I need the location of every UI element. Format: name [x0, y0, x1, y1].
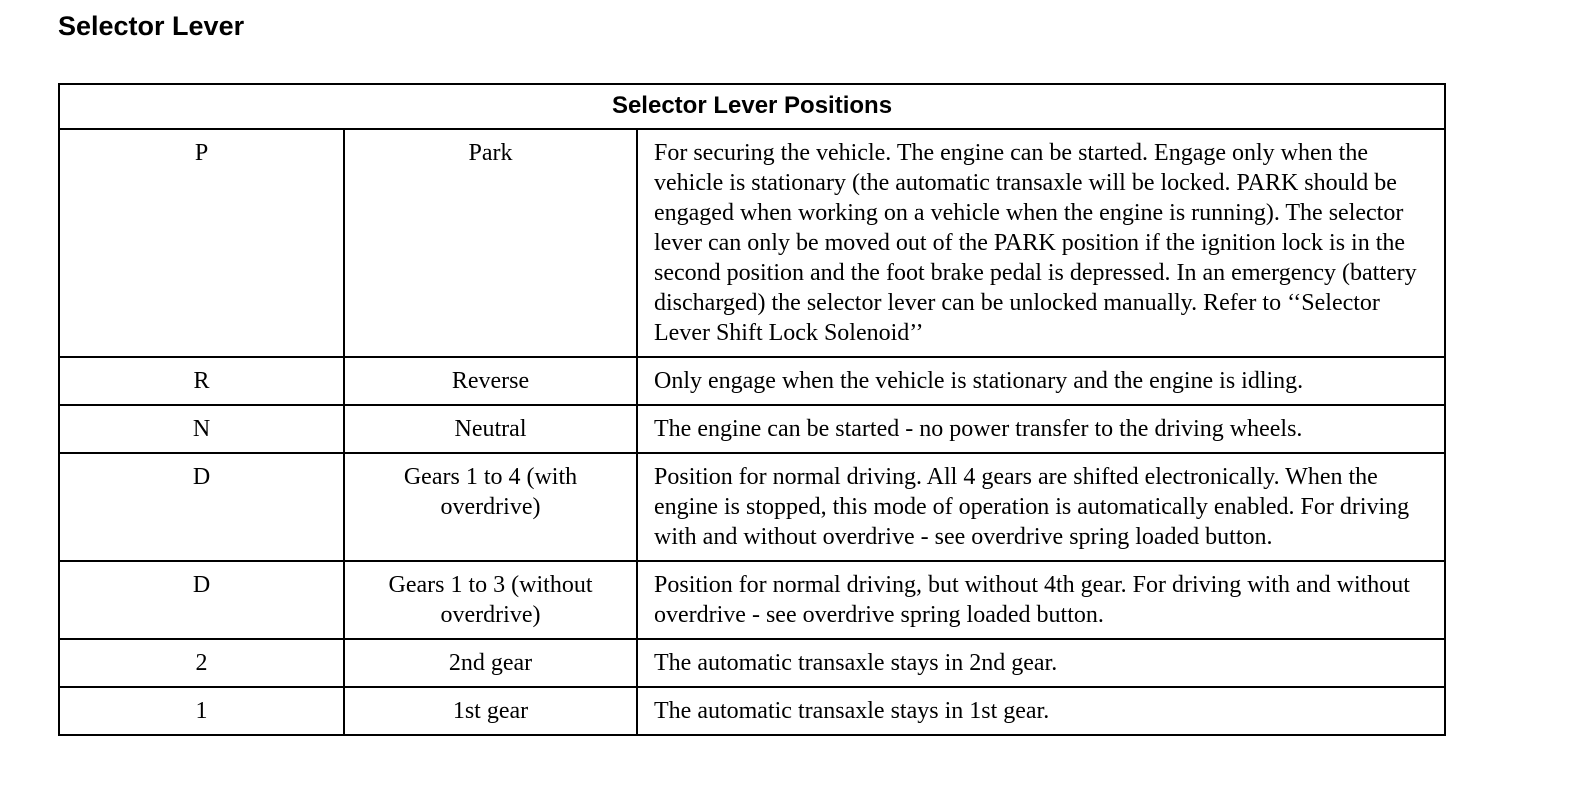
- table-row: P Park For securing the vehicle. The eng…: [58, 128, 1447, 358]
- mode-cell: Neutral: [343, 404, 638, 454]
- description-cell: For securing the vehicle. The engine can…: [635, 128, 1447, 358]
- position-cell: 2: [58, 638, 345, 688]
- description-cell: Position for normal driving, but without…: [635, 560, 1447, 640]
- table-caption: Selector Lever Positions: [57, 83, 1447, 130]
- table-row: D Gears 1 to 3 (without overdrive) Posit…: [58, 560, 1447, 640]
- position-cell: 1: [58, 686, 345, 736]
- description-cell: Only engage when the vehicle is stationa…: [635, 356, 1447, 406]
- page-heading: Selector Lever: [58, 11, 245, 41]
- mode-cell: 1st gear: [343, 686, 638, 736]
- position-cell: N: [58, 404, 345, 454]
- mode-cell: 2nd gear: [343, 638, 638, 688]
- table-row: R Reverse Only engage when the vehicle i…: [58, 356, 1447, 406]
- selector-lever-positions-table: Selector Lever Positions P Park For secu…: [57, 83, 1447, 736]
- description-cell: The automatic transaxle stays in 2nd gea…: [635, 638, 1447, 688]
- position-cell: R: [58, 356, 345, 406]
- table-row: 2 2nd gear The automatic transaxle stays…: [58, 638, 1447, 688]
- mode-cell: Park: [343, 128, 638, 358]
- table-caption-row: Selector Lever Positions: [57, 83, 1447, 130]
- mode-cell: Gears 1 to 4 (with overdrive): [343, 452, 638, 562]
- table-row: N Neutral The engine can be started - no…: [58, 404, 1447, 454]
- description-cell: Position for normal driving. All 4 gears…: [635, 452, 1447, 562]
- table-row: 1 1st gear The automatic transaxle stays…: [58, 686, 1447, 736]
- position-cell: D: [58, 560, 345, 640]
- mode-cell: Reverse: [343, 356, 638, 406]
- mode-cell: Gears 1 to 3 (without overdrive): [343, 560, 638, 640]
- description-cell: The automatic transaxle stays in 1st gea…: [635, 686, 1447, 736]
- table-row: D Gears 1 to 4 (with overdrive) Position…: [58, 452, 1447, 562]
- position-cell: P: [58, 128, 345, 358]
- position-cell: D: [58, 452, 345, 562]
- description-cell: The engine can be started - no power tra…: [635, 404, 1447, 454]
